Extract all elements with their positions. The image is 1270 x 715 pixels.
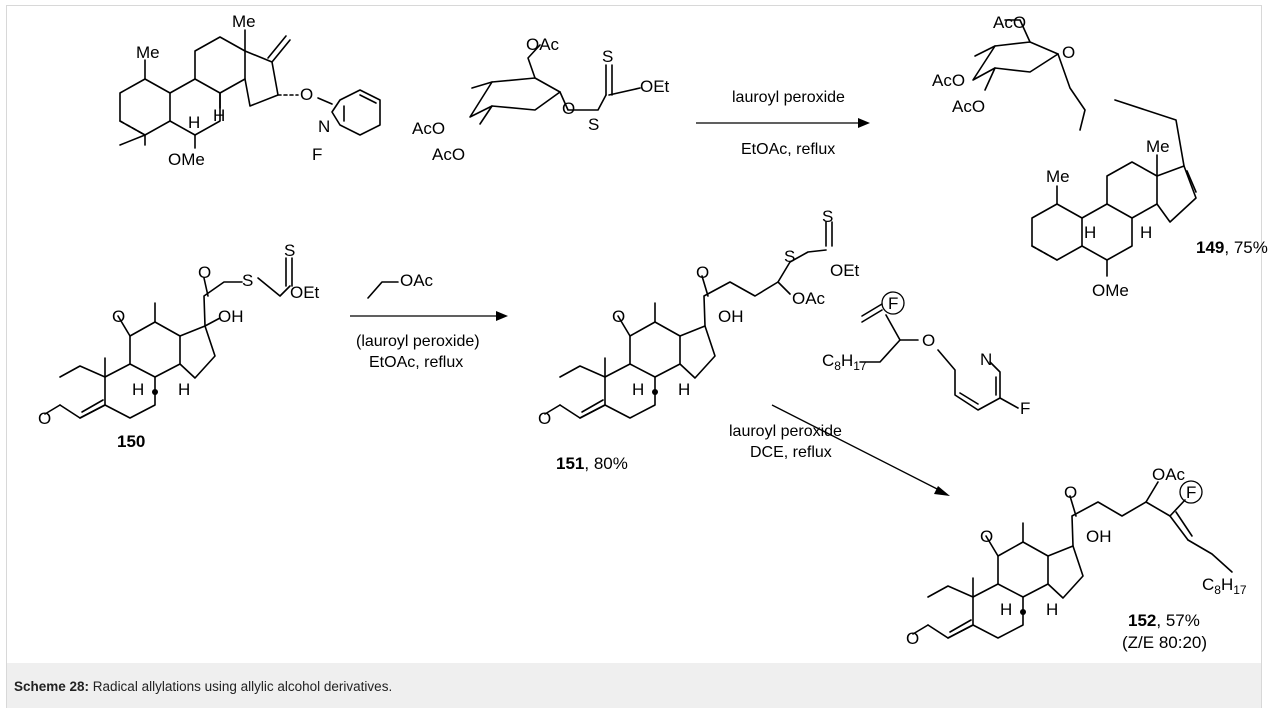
compound-149-yield: , 75%	[1224, 238, 1267, 257]
arrowhead-3	[934, 486, 950, 496]
glycosyl-xanthate-structure	[469, 44, 641, 125]
scheme-caption: Scheme 28: Radical allylations using all…	[7, 663, 1261, 708]
atom-o-150-acyl: O	[198, 263, 211, 282]
atom-f-circled-reagent: F	[888, 294, 898, 313]
atom-o-152-acyl: O	[1064, 483, 1077, 502]
reaction-arrow-3	[771, 404, 946, 494]
radical-dot-151	[652, 389, 658, 395]
atom-n-reagent: N	[980, 350, 992, 369]
atom-o-152-enone: O	[906, 629, 919, 648]
atom-oet-151: OEt	[830, 261, 860, 280]
atom-h-2: H	[213, 106, 225, 125]
atom-me-149-1: Me	[1146, 137, 1170, 156]
atom-aco-149-3: AcO	[952, 97, 985, 116]
reagent-2-line-2: EtOAc, reflux	[369, 354, 463, 371]
compound-152-yield: , 57%	[1156, 611, 1199, 630]
atom-o-151-acyl: O	[696, 263, 709, 282]
atom-ome-149: OMe	[1092, 281, 1129, 300]
atom-f-circled-152: F	[1186, 483, 1196, 502]
steroid-pyridyl-ether-structure	[119, 29, 381, 149]
atom-o-reagent: O	[922, 331, 935, 350]
atom-o-ether: O	[300, 85, 313, 104]
radical-dot-152	[1020, 609, 1026, 615]
atom-s-thione: S	[602, 47, 613, 66]
atom-oac-sugar: OAc	[526, 35, 560, 54]
atom-h-150-2: H	[178, 380, 190, 399]
atom-oh-152: OH	[1086, 527, 1112, 546]
atom-h-149-1: H	[1084, 223, 1096, 242]
atom-s-151-thione: S	[822, 207, 833, 226]
compound-151-id: 151	[556, 454, 584, 473]
atom-f-reagent: F	[1020, 399, 1030, 418]
atom-oac-152: OAc	[1152, 465, 1186, 484]
compound-149-id: 149	[1196, 238, 1224, 257]
arrowhead-2	[496, 311, 508, 321]
compound-152-ratio: (Z/E 80:20)	[1122, 633, 1207, 652]
atom-me-1: Me	[136, 43, 160, 62]
compound-151-label: 151, 80%	[556, 454, 628, 473]
atom-ome-1: OMe	[168, 150, 205, 169]
atom-h-150-1: H	[132, 380, 144, 399]
atom-h-149-2: H	[1140, 223, 1152, 242]
reagent-1-line-2: EtOAc, reflux	[741, 141, 835, 158]
atom-o-149-ring: O	[1062, 43, 1075, 62]
atom-c8h17-152: C8H17	[1202, 575, 1247, 597]
arrowhead-1	[858, 118, 870, 128]
atom-oet-sugar: OEt	[640, 77, 670, 96]
atom-o-151-enone: O	[538, 409, 551, 428]
product-149-structure	[972, 19, 1197, 277]
radical-dot-150	[152, 389, 158, 395]
caption-text: Radical allylations using allylic alcoho…	[89, 679, 393, 694]
compound-151-structure	[544, 221, 833, 419]
compound-152-label: 152, 57%	[1128, 611, 1200, 630]
atom-n-pyridine: N	[318, 117, 330, 136]
vinyl-acetate-structure	[367, 281, 399, 299]
caption-label: Scheme 28:	[14, 679, 90, 694]
reagent-1-line-1: lauroyl peroxide	[732, 89, 845, 106]
atom-h-151-2: H	[678, 380, 690, 399]
compound-151-yield: , 80%	[584, 454, 627, 473]
product-152-structure	[912, 480, 1233, 639]
atom-o-ring: O	[562, 99, 575, 118]
compound-150-structure	[44, 257, 293, 419]
atom-o-150-ketone: O	[112, 307, 125, 326]
atom-s-151: S	[784, 247, 795, 266]
compound-149-label: 149, 75%	[1196, 238, 1268, 257]
atom-h-152-2: H	[1046, 600, 1058, 619]
atom-h-152-1: H	[1000, 600, 1012, 619]
atom-c8h17-reagent: C8H17	[822, 351, 867, 373]
atom-aco-149-2: AcO	[932, 71, 965, 90]
atom-h-1: H	[188, 113, 200, 132]
atom-oh-150: OH	[218, 307, 244, 326]
atom-oh-151: OH	[718, 307, 744, 326]
allyl-pyridyl-ether-structure	[859, 291, 1019, 411]
atom-oac-151: OAc	[792, 289, 826, 308]
atom-o-151-ketone: O	[612, 307, 625, 326]
atom-aco-sugar-1: AcO	[412, 119, 445, 138]
atom-o-150-enone: O	[38, 409, 51, 428]
atom-s-150: S	[242, 271, 253, 290]
compound-152-id: 152	[1128, 611, 1156, 630]
atom-h-151-1: H	[632, 380, 644, 399]
atom-me-2: Me	[232, 12, 256, 31]
atom-f-pyridine: F	[312, 145, 322, 164]
atom-o-152-ketone: O	[980, 527, 993, 546]
reagent-2-line-1: (lauroyl peroxide)	[356, 333, 480, 350]
atom-aco-sugar-2: AcO	[432, 145, 465, 164]
reagent-3-line-1: lauroyl peroxide	[729, 423, 842, 440]
atom-oac-vinyl: OAc	[400, 271, 434, 290]
reagent-3-line-2: DCE, reflux	[750, 444, 832, 461]
atom-s-150-thione: S	[284, 241, 295, 260]
atom-aco-149-1: AcO	[993, 13, 1026, 32]
atom-oet-150: OEt	[290, 283, 320, 302]
atom-s-sugar: S	[588, 115, 599, 134]
atom-me-149-2: Me	[1046, 167, 1070, 186]
compound-150-id: 150	[117, 432, 145, 451]
